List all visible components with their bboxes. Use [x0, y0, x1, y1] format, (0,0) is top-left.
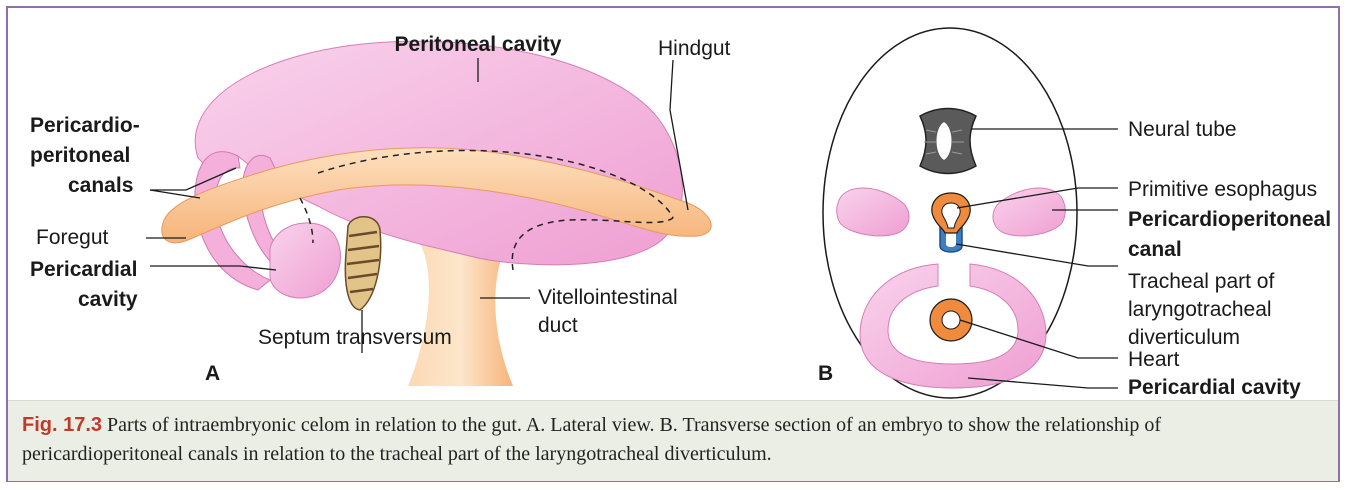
pericardial-cavity-shape [270, 223, 340, 298]
label-canal-1: Pericardioperitoneal [1128, 208, 1331, 231]
label-vitello-2: duct [538, 314, 578, 337]
figure-area: Peritoneal cavity Hindgut Pericardio- pe… [8, 8, 1338, 400]
panel-a: Peritoneal cavity Hindgut Pericardio- pe… [30, 33, 731, 386]
label-vitello-1: Vitellointestinal [538, 286, 678, 309]
vitellointestinal-duct-shape [408, 240, 513, 386]
figure-caption: Fig. 17.3 Parts of intraembryonic celom … [22, 411, 1322, 469]
panel-a-letter: A [205, 362, 220, 385]
figure-frame: Peritoneal cavity Hindgut Pericardio- pe… [6, 6, 1340, 482]
label-septum: Septum transversum [258, 326, 452, 349]
label-tracheal-1: Tracheal part of [1128, 270, 1274, 293]
caption-text: Parts of intraembryonic celom in relatio… [22, 414, 1161, 465]
label-pericardial-b: Pericardial cavity [1128, 376, 1301, 399]
caption-box: Fig. 17.3 Parts of intraembryonic celom … [8, 400, 1338, 481]
label-pericardial-2: cavity [78, 288, 138, 311]
label-neural-tube: Neural tube [1128, 118, 1237, 141]
label-canals-1: Pericardio- [30, 114, 140, 137]
label-tracheal-3: diverticulum [1128, 326, 1240, 349]
figure-svg: Peritoneal cavity Hindgut Pericardio- pe… [8, 8, 1338, 400]
label-canals-3: canals [68, 174, 133, 197]
label-hindgut: Hindgut [658, 37, 731, 60]
panel-b-letter: B [818, 362, 833, 385]
panel-b: Neural tube Primitive esophagus Pericard… [818, 28, 1331, 399]
figure-number: Fig. 17.3 [22, 414, 102, 436]
label-tracheal-2: laryngotracheal [1128, 298, 1272, 321]
label-canals-2: peritoneal [30, 144, 130, 167]
label-pericardial-1: Pericardial [30, 258, 137, 281]
label-foregut: Foregut [36, 226, 109, 249]
label-heart: Heart [1128, 348, 1180, 371]
heart-lumen [942, 311, 960, 329]
label-peritoneal-cavity: Peritoneal cavity [395, 33, 562, 56]
label-esophagus: Primitive esophagus [1128, 178, 1317, 201]
label-canal-2: canal [1128, 238, 1182, 261]
